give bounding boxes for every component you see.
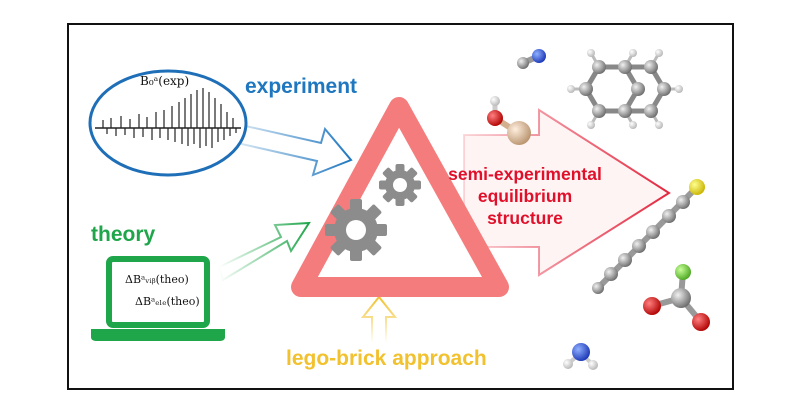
molecule-nh2-icon xyxy=(563,343,598,370)
theory-arrow xyxy=(217,221,311,282)
molecule-fco-icon xyxy=(643,264,710,331)
experiment-label: experiment xyxy=(245,75,358,98)
approach-label: lego-brick approach xyxy=(286,347,487,370)
spectrum-ellipse xyxy=(88,69,248,177)
experimental-formula: B₀ᵃ(exp) xyxy=(140,74,190,88)
structure-label-line3: structure xyxy=(487,208,563,228)
molecule-naphthalene-icon xyxy=(567,49,683,129)
molecule-cn-icon xyxy=(517,49,546,69)
structure-label-line1: semi-experimental xyxy=(448,164,602,184)
diagram-canvas xyxy=(88,49,710,370)
structure-label: semi-experimental equilibrium structure xyxy=(435,163,615,229)
molecule-chain-icon xyxy=(592,179,705,294)
figure-frame: B₀ᵃ(exp) ΔBᵃᵥᵢᵦ(theo) ΔBᵃₑₗₑ(theo) exper… xyxy=(67,23,734,390)
gears-icon xyxy=(325,164,421,261)
vibrational-formula: ΔBᵃᵥᵢᵦ(theo) xyxy=(125,273,189,286)
approach-arrow xyxy=(360,295,398,343)
laptop-icon xyxy=(91,256,225,341)
spectrum-lines xyxy=(102,88,237,148)
molecule-hob-icon xyxy=(487,96,531,145)
theory-label: theory xyxy=(91,223,156,246)
electronic-formula: ΔBᵃₑₗₑ(theo) xyxy=(135,295,200,308)
structure-label-line2: equilibrium xyxy=(477,186,573,206)
